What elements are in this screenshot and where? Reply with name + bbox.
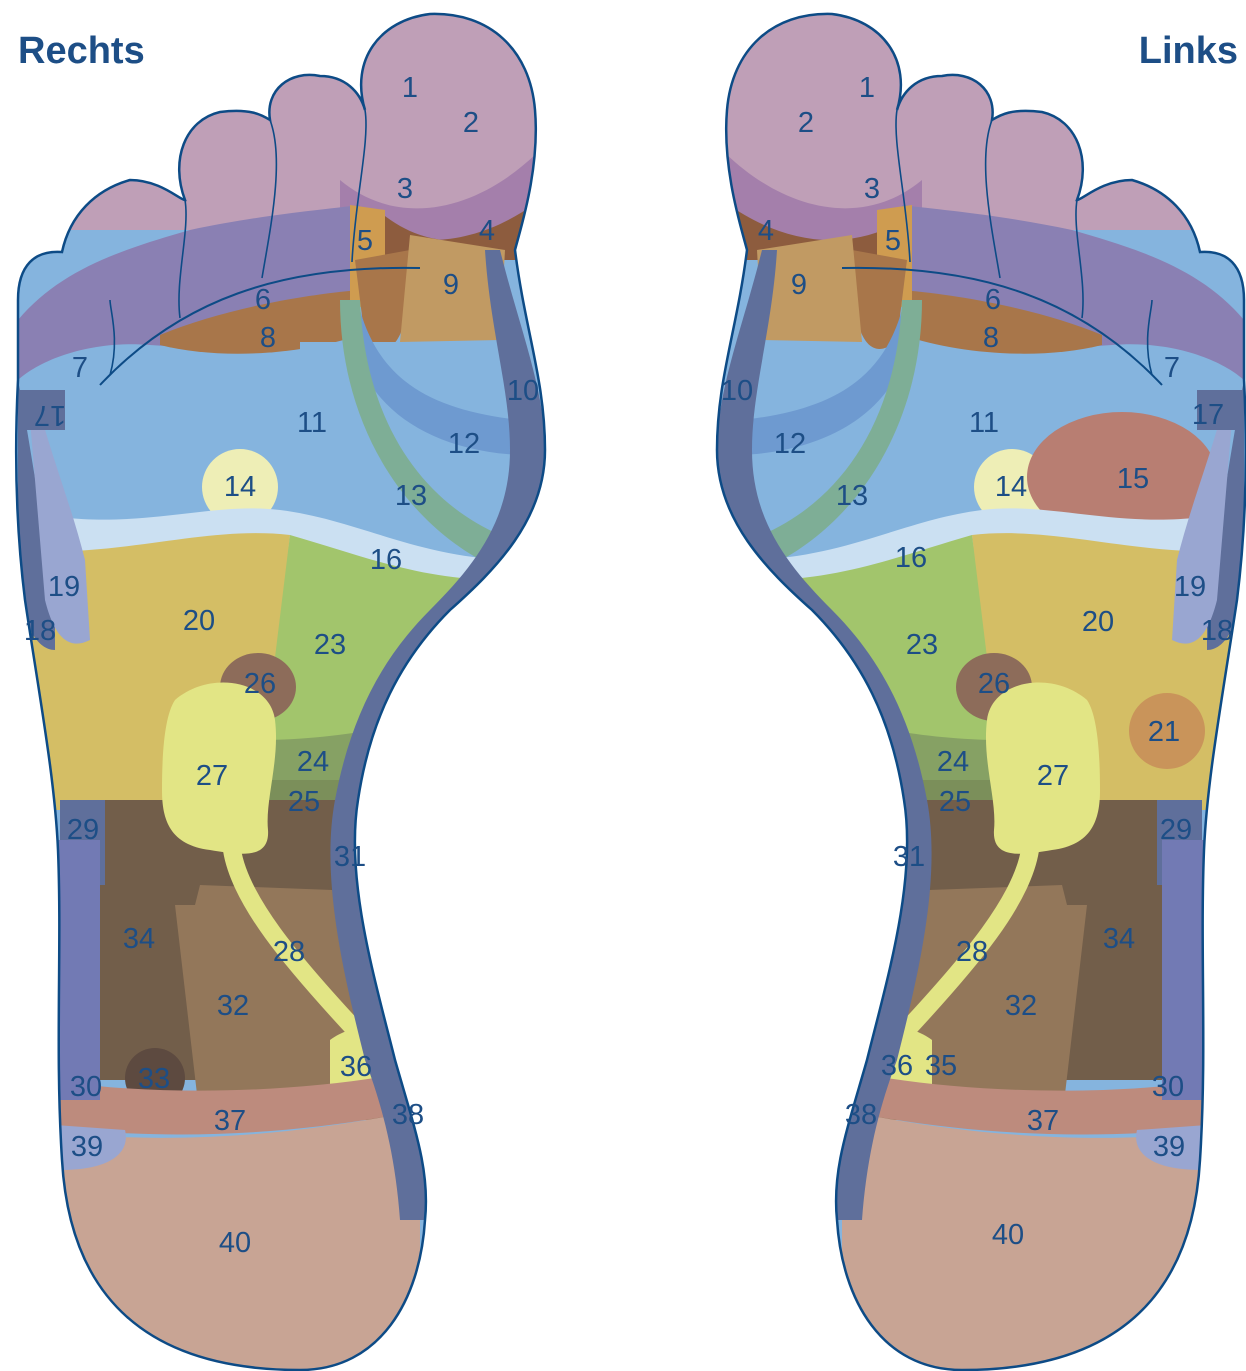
- left-zone-17-label: 17: [1192, 399, 1224, 431]
- right-zone-17-label: 17: [34, 399, 66, 431]
- left-zone-36-label: 36: [881, 1050, 913, 1082]
- left-zone-6-label: 6: [985, 284, 1001, 316]
- left-zone-20-label: 20: [1082, 606, 1114, 638]
- right-zone-5-label: 5: [357, 225, 373, 257]
- left-zone-21-label: 21: [1148, 716, 1180, 748]
- right-zone-9-label: 9: [443, 269, 459, 301]
- right-zone-7-label: 7: [72, 352, 88, 384]
- left-zone-9-label: 9: [791, 269, 807, 301]
- left-zone-4-label: 4: [758, 215, 774, 247]
- left-zone-31-label: 31: [893, 841, 925, 873]
- left-zone-16-label: 16: [895, 542, 927, 574]
- right-zone-20-label: 20: [183, 605, 215, 637]
- right-zone-36-label: 36: [340, 1051, 372, 1083]
- right-foot: [0, 0, 560, 1371]
- left-zone-13-label: 13: [836, 480, 868, 512]
- left-zone-15-label: 15: [1117, 463, 1149, 495]
- right-zone-3-label: 3: [397, 173, 413, 205]
- left-zone-10-label: 10: [721, 375, 753, 407]
- right-zone-33-label: 33: [138, 1063, 170, 1095]
- left-zone-24-label: 24: [937, 746, 969, 778]
- right-zone-18-label: 18: [24, 615, 56, 647]
- left-zone-25-label: 25: [939, 786, 971, 818]
- left-zone-3-label: 3: [864, 173, 880, 205]
- right-zone-11-label: 11: [297, 407, 327, 439]
- right-zone-30-label: 30: [70, 1071, 102, 1103]
- right-zone-23-label: 23: [314, 629, 346, 661]
- left-zone-7-label: 7: [1164, 352, 1180, 384]
- left-zone-35-label: 35: [925, 1050, 957, 1082]
- right-zone-38-label: 38: [392, 1099, 424, 1131]
- left-zone-8-label: 8: [983, 322, 999, 354]
- right-zone-2-label: 2: [463, 107, 479, 139]
- left-zone-29-label: 29: [1160, 814, 1192, 846]
- left-zone-32-label: 32: [1005, 990, 1037, 1022]
- right-zone-14-label: 14: [224, 471, 256, 503]
- right-zone-37-label: 37: [214, 1105, 246, 1137]
- right-zone-6-label: 6: [255, 284, 271, 316]
- right-zone-32-label: 32: [217, 990, 249, 1022]
- right-zone-25-label: 25: [288, 786, 320, 818]
- left-zone-37-label: 37: [1027, 1105, 1059, 1137]
- left-zone-30-label: 30: [1152, 1071, 1184, 1103]
- left-zone-12-label: 12: [774, 428, 806, 460]
- left-zone-2-label: 2: [798, 107, 814, 139]
- left-zone-19-label: 19: [1174, 571, 1206, 603]
- left-zone-23-label: 23: [906, 629, 938, 661]
- right-zone-34-label: 34: [123, 923, 155, 955]
- right-zone-24-label: 24: [297, 746, 329, 778]
- left-zone-26-label: 26: [978, 668, 1010, 700]
- left-foot: [702, 0, 1246, 1371]
- right-zone-29-label: 29: [67, 814, 99, 846]
- left-zone-40-label: 40: [992, 1219, 1024, 1251]
- left-zone-38-label: 38: [845, 1099, 877, 1131]
- left-zone-28-label: 28: [956, 936, 988, 968]
- left-zone-39-label: 39: [1153, 1131, 1185, 1163]
- right-zone-12-label: 12: [448, 428, 480, 460]
- right-zone-4-label: 4: [479, 215, 495, 247]
- left-zone-1-label: 1: [859, 72, 875, 104]
- right-zone-31-label: 31: [334, 841, 366, 873]
- left-zone-18-label: 18: [1201, 615, 1233, 647]
- left-zone-14-label: 14: [995, 471, 1027, 503]
- right-zone-26-label: 26: [244, 668, 276, 700]
- right-zone-10-label: 10: [507, 375, 539, 407]
- right-zone-27-label: 27: [196, 760, 228, 792]
- left-zone-34-label: 34: [1103, 923, 1135, 955]
- right-zone-39-label: 39: [71, 1131, 103, 1163]
- right-zone-13-label: 13: [395, 480, 427, 512]
- right-zone-19-label: 19: [48, 571, 80, 603]
- right-zone-28-label: 28: [273, 936, 305, 968]
- right-zone-40-label: 40: [219, 1227, 251, 1259]
- right-zone-1-label: 1: [402, 72, 418, 104]
- right-zone-8-label: 8: [260, 322, 276, 354]
- right-zone-16-label: 16: [370, 544, 402, 576]
- left-zone-11-label: 11: [969, 407, 999, 439]
- left-zone-5-label: 5: [885, 225, 901, 257]
- left-zone-27-label: 27: [1037, 760, 1069, 792]
